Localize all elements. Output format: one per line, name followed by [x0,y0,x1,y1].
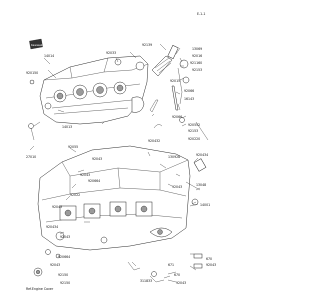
label-92055: 92055 [68,145,78,149]
crankcase-exploded-view: E-1-1 Kawasaki [26,12,216,291]
label-920432: 920432 [148,139,160,143]
label-92153b: 92153 [188,129,198,133]
label-13069: 13069 [192,47,202,51]
logo-text: Kawasaki [31,43,43,47]
label-92153: 92153 [192,68,202,72]
label-92043i: 92043 [206,263,216,267]
label-14001: 14001 [200,203,210,207]
label-920150: 920150 [26,71,38,75]
label-92139: 92139 [142,43,152,47]
drain-plug-assembly [33,249,203,283]
left-bolts [28,79,35,141]
label-92043k: 92043 [176,281,186,285]
label-920434b: 920434 [46,225,58,229]
label-14014: 14014 [44,54,54,58]
label-92043f: 92043 [52,205,62,209]
right-side-parts [185,158,207,206]
label-92043b: 92043 [92,157,102,161]
figure-code: E-1-1 [197,12,205,16]
label-670: 670 [206,257,212,261]
label-671: 671 [168,263,174,267]
label-13048: 13048 [196,183,206,187]
label-92150b: 92150 [60,281,70,285]
label-920434: 920434 [196,153,208,157]
label-92066b: 92066 [172,115,182,119]
label-92043h: 92043 [60,235,70,239]
label-92033: 92033 [106,51,116,55]
label-92022: 920220 [188,137,200,141]
leader-lines [29,43,201,283]
label-92022b: 92022 [70,193,80,197]
label-92150: 92150 [58,273,68,277]
label-311833: 311833 [140,279,152,283]
label-92015-upper: 92015 [170,79,180,83]
label-16143: 16143 [184,97,194,101]
oil-pipe [149,99,209,141]
label-920664b: 920664 [58,255,70,259]
lower-crankcase [37,145,191,251]
label-92016: 92016 [192,54,202,58]
label-ref-engine-cover: Ref.Engine Cover [26,287,54,291]
label-920664: 920664 [88,179,100,183]
upper-crankcase [39,55,149,125]
label-92066: 92066 [184,89,194,93]
label-921160: 921160 [190,61,202,65]
label-130928: 130928 [168,155,180,159]
label-92043j: 92043 [50,263,60,267]
breather-assembly [151,44,190,123]
label-14013: 14013 [62,125,72,129]
kawasaki-logo: Kawasaki [29,38,43,50]
label-92043c: 92043 [80,173,90,177]
label-92043e: 92043 [172,185,182,189]
label-670b: 670 [174,273,180,277]
parts-diagram: E-1-1 Kawasaki [26,12,216,291]
label-92055b: 920552 [188,123,200,127]
label-27010: 27010 [26,155,36,159]
